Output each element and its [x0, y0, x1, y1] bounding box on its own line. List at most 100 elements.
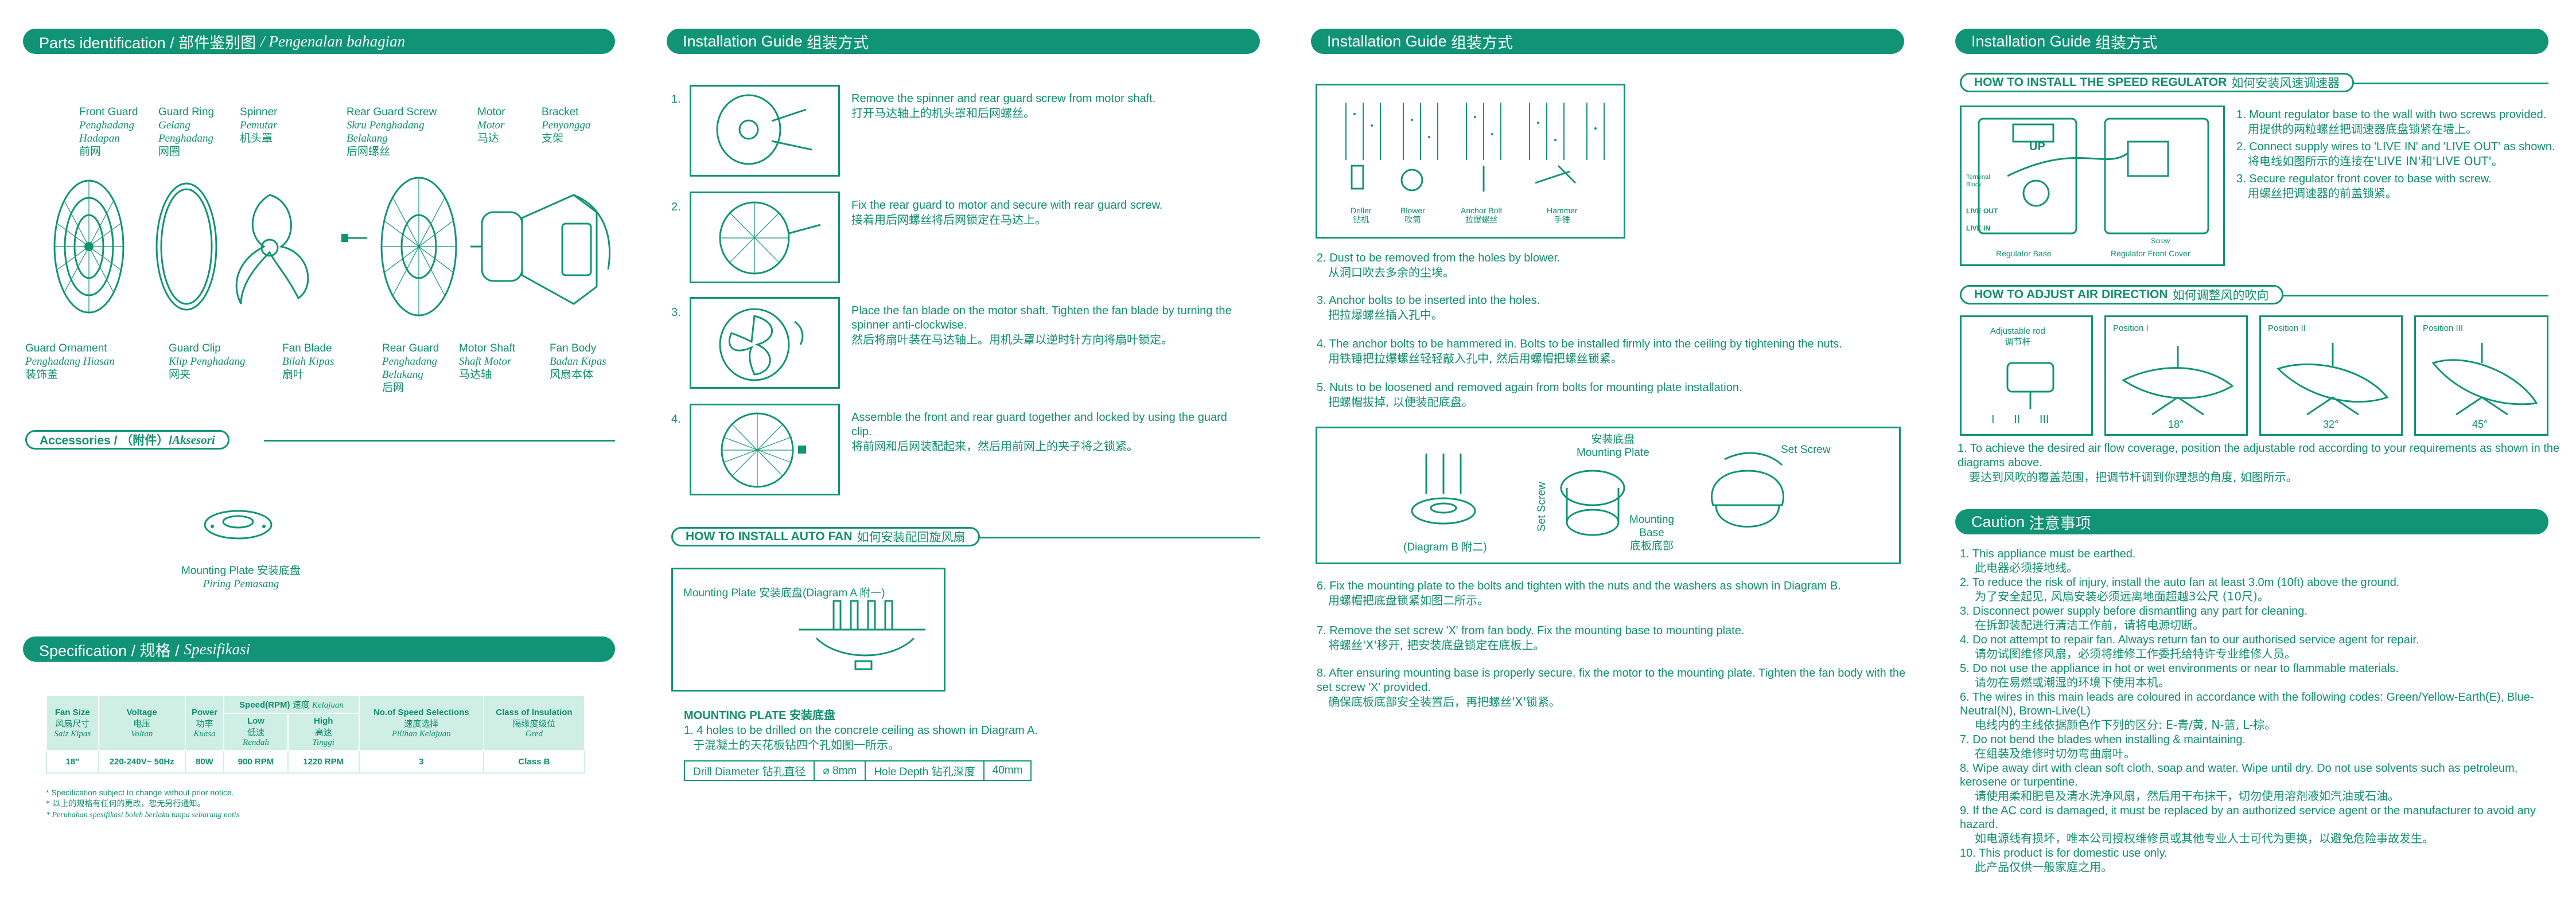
drill-cell: 40mm: [992, 764, 1023, 776]
drill-cell: ⌀ 8mm: [815, 761, 866, 780]
caution-item: 5. Do not use the appliance in hot or we…: [1960, 662, 2399, 689]
spec-cell: 220-240V~ 50Hz: [98, 750, 186, 774]
caution-item: 1. This appliance must be earthed.此电器必须接…: [1960, 548, 2136, 575]
caution-item: 3. Disconnect power supply before disman…: [1960, 605, 2307, 632]
parts-banner-malay: / Pengenalan bahagian: [260, 32, 406, 50]
air-line: [2265, 295, 2548, 296]
caution-item: 9. If the AC cord is damaged, it must be…: [1960, 804, 2536, 845]
position-1-diagram: Position I 18°: [2104, 315, 2248, 436]
caution-item: 4. Do not attempt to repair fan. Always …: [1960, 634, 2419, 661]
spec-row: 18" 220-240V~ 50Hz 80W 900 RPM 1220 RPM …: [46, 750, 586, 774]
spec-cell: Class B: [482, 750, 586, 774]
diagram-b-set-screw-side: Set Screw: [1536, 482, 1548, 532]
regulator-diagram: UP Terminal Block LIVE OUT LIVE IN Screw…: [1960, 106, 2225, 266]
installation-panel-3: Installation Guide 组装方式 HOW TO INSTALL T…: [1932, 0, 2576, 910]
step-4-image: [690, 404, 840, 495]
step-1-image: [690, 85, 840, 177]
step-number: 2.: [671, 201, 681, 213]
regulator-base-label: Regulator Base: [1996, 249, 2052, 258]
regulator-steps: 1. Mount regulator base to the wall with…: [2202, 108, 2569, 201]
step-2-dust: 2. Dust to be removed from the holes by …: [1317, 252, 1561, 279]
caution-item: 2. To reduce the risk of injury, install…: [1960, 576, 2400, 603]
position-1-degree: 18°: [2168, 419, 2184, 430]
step-2-image: [690, 192, 840, 283]
step-2-text: Fix the rear guard to motor and secure w…: [851, 199, 1163, 226]
regulator-live-in: LIVE IN: [1966, 224, 1991, 232]
diagram-b-caption: (Diagram B 附二): [1403, 541, 1487, 553]
step-3-text: Place the fan blade on the motor shaft. …: [851, 304, 1232, 346]
rod-position-numerals: I II III: [1991, 413, 2049, 426]
install2-banner: Installation Guide 组装方式: [1311, 29, 1904, 54]
position-3-diagram: Position III 45°: [2414, 315, 2548, 436]
spec-note: * Specification subject to change withou…: [46, 788, 234, 797]
parts-banner: Parts identification / 部件鉴别图 / Pengenala…: [23, 29, 615, 54]
caution-banner: Caution 注意事项: [1955, 509, 2548, 534]
step-number: 3.: [671, 306, 681, 319]
auto-fan-line: [931, 537, 1260, 538]
position-2-degree: 32°: [2323, 419, 2339, 430]
parts-panel: Parts identification / 部件鉴别图 / Pengenala…: [0, 0, 643, 910]
mounting-plate-title: MOUNTING PLATE 安装底盘: [684, 709, 836, 722]
mounting-plate-step: 1. 4 holes to be drilled on the concrete…: [684, 724, 1038, 752]
spec-notes: * Specification subject to change withou…: [46, 787, 239, 821]
drill-cell: Hole Depth 钻孔深度: [866, 761, 985, 780]
regulator-terminal-label: Terminal Block: [1966, 174, 1990, 188]
mounting-plate-accessory-icon: [204, 510, 273, 540]
spec-cell: 18": [46, 750, 99, 774]
diagram-a: Mounting Plate 安装底盘(Diagram A 附一): [671, 568, 945, 692]
install3-banner: Installation Guide 组装方式: [1955, 29, 2548, 54]
spec-cell: 80W: [184, 750, 225, 774]
caution-item: 6. The wires in this main leads are colo…: [1960, 691, 2534, 732]
spec-note: * Perubahan spesifikasi boleh berlaku ta…: [46, 811, 240, 819]
spec-note: * 以上的规格有任何的更改，恕无另行通知。: [46, 799, 205, 809]
spec-banner: Specification / 规格 /Spesifikasi: [23, 636, 615, 662]
regulator-step: 2. Connect supply wires to 'LIVE IN' and…: [2236, 140, 2555, 168]
diagram-a-label: Mounting Plate 安装底盘(Diagram A 附一): [683, 587, 885, 599]
regulator-step: 3. Secure regulator front cover to base …: [2236, 173, 2492, 200]
position-2-label: Position II: [2268, 323, 2306, 333]
step-6-fix-plate: 6. Fix the mounting plate to the bolts a…: [1317, 580, 1841, 607]
step-3-image: [690, 297, 840, 389]
caution-list: 1. This appliance must be earthed.此电器必须接…: [1960, 547, 2556, 875]
accessories-pill: Accessories / （附件）/Aksesori: [25, 430, 229, 450]
step-5-nuts: 5. Nuts to be loosened and removed again…: [1317, 381, 1742, 409]
caution-item: 10. This product is for domestic use onl…: [1960, 847, 2168, 874]
installation-panel-1: Installation Guide 组装方式 1. Remove the sp…: [644, 0, 1287, 910]
caution-item: 7. Do not bend the blades when installin…: [1960, 733, 2246, 760]
step-1-text: Remove the spinner and rear guard screw …: [851, 92, 1156, 120]
spec-cell: 900 RPM: [223, 750, 289, 774]
caution-item: 8. Wipe away dirt with clean soft cloth,…: [1960, 762, 2518, 803]
air-direction-step: 1. To achieve the desired air flow cover…: [1958, 442, 2560, 484]
drill-cell: Drill Diameter 钻孔直径: [685, 761, 815, 780]
regulator-live-out: LIVE OUT: [1966, 207, 1998, 215]
step-3-anchor: 3. Anchor bolts to be inserted into the …: [1317, 294, 1540, 322]
drill-spec-table: Drill Diameter 钻孔直径 ⌀ 8mm Hole Depth 钻孔深…: [684, 760, 1032, 781]
regulator-step: 1. Mount regulator base to the wall with…: [2236, 108, 2547, 136]
